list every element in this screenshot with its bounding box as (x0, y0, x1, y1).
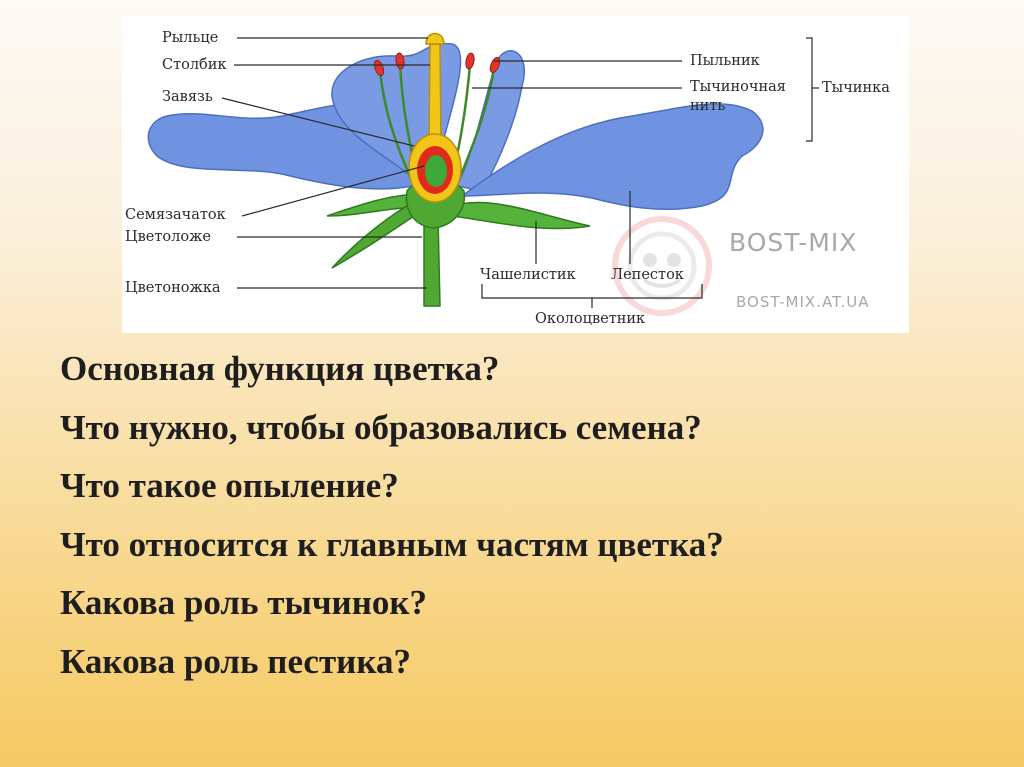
question-item: Какова роль тычинок? (60, 583, 428, 622)
question-list: Основная функция цветка? Что нужно, чтоб… (60, 346, 724, 697)
question-item: Что нужно, чтобы образовались семена? (60, 407, 702, 447)
question-item: Основная функция цветка? (60, 349, 500, 388)
label-filament: Тычиночная нить (690, 79, 786, 114)
label-ovary: Завязь (162, 89, 213, 105)
label-petal: Лепесток (611, 267, 684, 283)
label-perianth: Околоцветник (535, 311, 646, 327)
ovule (425, 155, 447, 187)
label-anther: Пыльник (690, 53, 760, 69)
left-sepal (326, 193, 423, 217)
label-ovule: Семязачаток (125, 207, 226, 223)
label-sepal: Чашелистик (480, 267, 576, 283)
label-stigma: Рыльце (162, 30, 219, 46)
watermark-title: BOST-MIX (729, 228, 858, 257)
question-item: Что относится к главным частям цветка? (60, 524, 724, 564)
anthers (373, 52, 501, 77)
watermark-url: BOST-MIX.AT.UA (736, 293, 870, 311)
label-style: Столбик (162, 57, 227, 73)
left-lower-sepal (331, 202, 419, 269)
stigma (425, 32, 445, 45)
pistil-style (428, 43, 442, 147)
right-sepal (451, 201, 591, 230)
label-pedicel: Цветоножка (125, 280, 221, 296)
pedicel (423, 215, 441, 307)
leader-lines (221, 37, 819, 308)
right-petal (459, 103, 764, 211)
flower-structure-diagram: Рыльце Столбик Завязь Семязачаток Цветол… (122, 16, 909, 333)
question-item: Какова роль пестика? (60, 641, 411, 681)
flower-illustration (147, 32, 819, 316)
label-receptacle: Цветоложе (125, 229, 212, 245)
label-stamen: Тычинка (822, 80, 890, 96)
question-item: Что такое опыление? (60, 466, 399, 505)
